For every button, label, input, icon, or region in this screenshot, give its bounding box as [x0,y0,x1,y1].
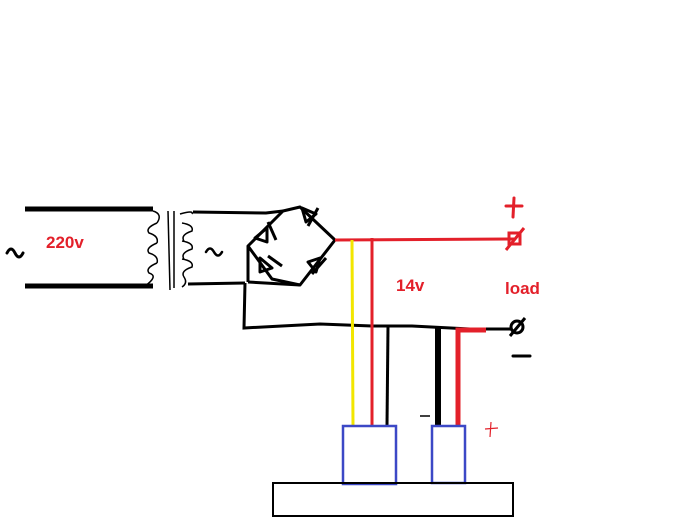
yellow-wire [350,239,355,427]
secondary-wire-top [192,209,284,215]
negative-terminal-icon [508,317,527,337]
positive-rail [334,237,515,242]
negative-rail [242,282,512,331]
module-right [430,424,467,485]
black-wire-left [385,325,390,427]
plus-sign-icon [504,196,524,219]
module-left [341,424,398,486]
secondary-tilde-icon [204,247,224,257]
module-plus-sign-icon [484,421,499,438]
diode-bridge-icon [246,205,337,287]
output-voltage-label: 14v [396,276,425,295]
red-wire-right [455,327,486,426]
input-voltage-label: 220v [46,233,84,252]
ac-source-tilde-icon [5,247,25,259]
transformer-icon [144,210,194,291]
base-board [272,482,514,517]
positive-terminal-icon [504,227,526,251]
secondary-wire-bottom [187,281,246,286]
load-label: load [505,279,540,298]
